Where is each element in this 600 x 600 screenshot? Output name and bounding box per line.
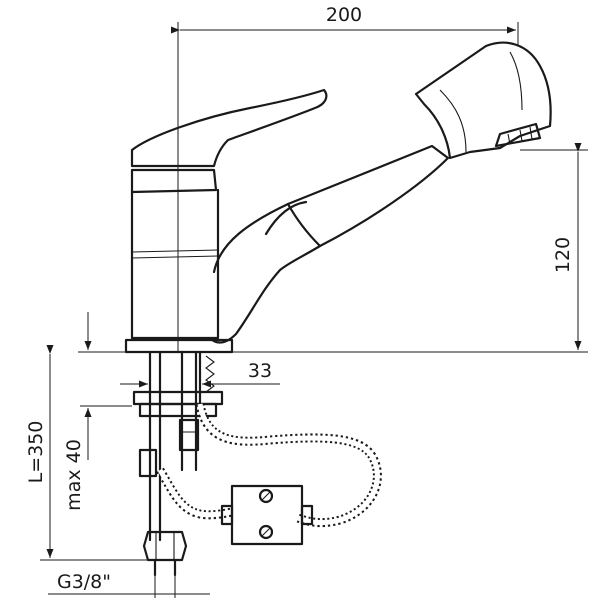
faucet-body <box>124 41 552 354</box>
dimension-max40-label: max 40 <box>63 439 85 511</box>
thread-label: G3/8" <box>57 571 111 593</box>
braided-hose <box>156 403 382 528</box>
dimension-120-label: 120 <box>552 237 574 273</box>
screw-icon <box>258 488 274 504</box>
dimension-33: 33 <box>120 360 280 388</box>
screw-icon <box>258 524 274 540</box>
mounting-assembly <box>132 350 224 577</box>
dimension-200: 200 <box>171 4 519 352</box>
dimension-l350: L=350 <box>25 345 148 561</box>
dimension-33-label: 33 <box>248 360 272 382</box>
hose-connector <box>220 484 314 546</box>
dimension-200-label: 200 <box>326 4 362 26</box>
dimension-max40: max 40 <box>63 312 132 511</box>
dimension-l350-label: L=350 <box>25 421 47 484</box>
dimension-thread: G3/8" <box>48 571 210 598</box>
